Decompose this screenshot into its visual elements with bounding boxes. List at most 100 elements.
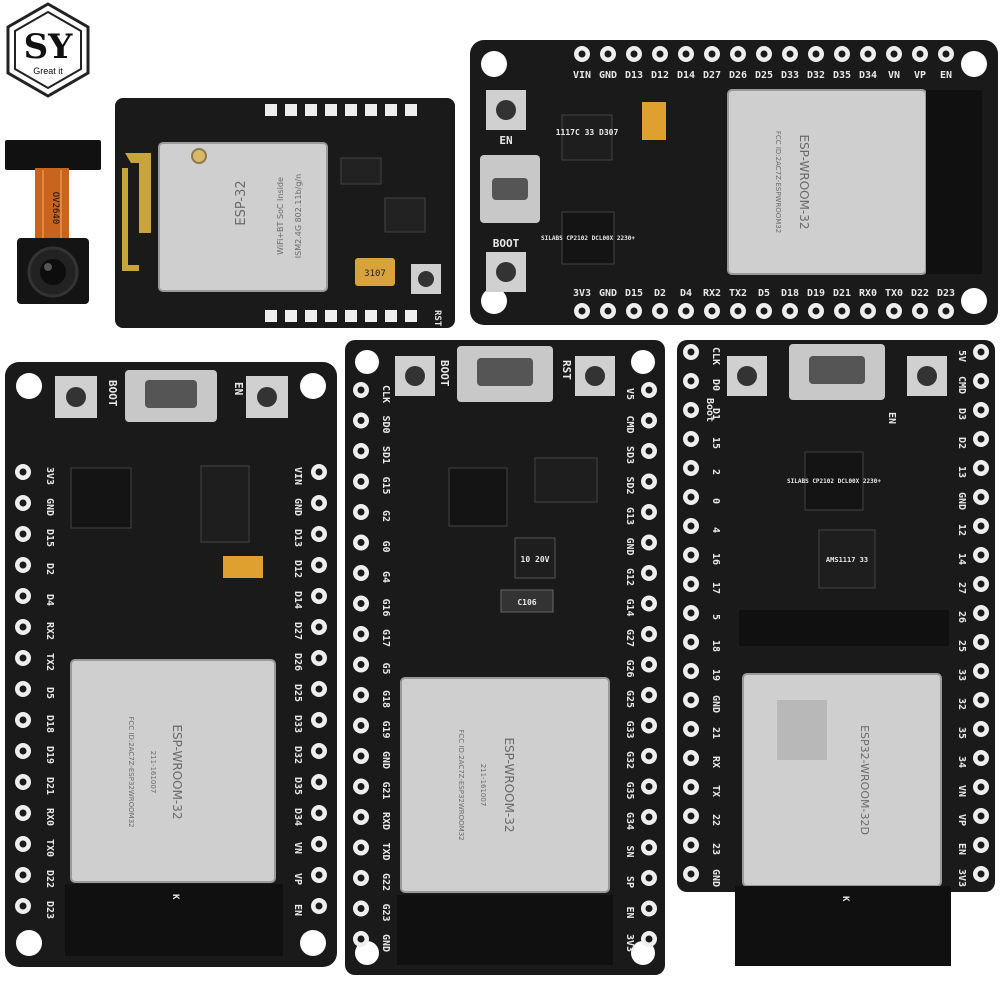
mid-board-pin-hole bbox=[357, 722, 365, 729]
top-board-pin-label: VIN bbox=[573, 70, 591, 81]
mid-board-pin-label: G14 bbox=[624, 598, 635, 616]
mid-board-pin-hole bbox=[645, 508, 653, 516]
left-board-pin-hole bbox=[19, 871, 27, 879]
mid-board-pin-label: G26 bbox=[624, 659, 635, 677]
cam-reset-button[interactable] bbox=[418, 271, 434, 287]
left-board-pin-hole bbox=[315, 747, 323, 755]
top-board-regulator: 1117C 33 D307 bbox=[556, 128, 619, 137]
left-board-pin-hole bbox=[315, 716, 323, 724]
mid-board-pin-hole bbox=[357, 569, 365, 577]
left-board-pin-label: D14 bbox=[292, 591, 303, 609]
top-board-pin-label: VN bbox=[888, 70, 900, 81]
top-board-pin-label: D14 bbox=[677, 70, 695, 81]
left-board-pin-label: D15 bbox=[44, 529, 55, 547]
mid-board-boot-button[interactable] bbox=[405, 366, 425, 386]
mid-board-pin-label: SP bbox=[624, 876, 635, 888]
mid-board-pin-label: G17 bbox=[380, 629, 391, 647]
left-board-pin-hole bbox=[19, 902, 27, 910]
top-board-pin-hole bbox=[942, 50, 950, 58]
cam-pin-pad bbox=[385, 104, 397, 116]
top-board-usb-chip: SILABS CP2102 DCL00X 2230+ bbox=[541, 235, 635, 242]
right-board-pin-label: D3 bbox=[956, 408, 967, 420]
left-board-pin-hole bbox=[315, 654, 323, 662]
top-board-pin-hole bbox=[708, 50, 716, 58]
top-board-pin-label: GND bbox=[599, 288, 617, 299]
top-board-boot-button[interactable] bbox=[496, 262, 516, 282]
left-board-pin-hole bbox=[19, 716, 27, 724]
mid-board-pin-hole bbox=[357, 783, 365, 790]
cam-pin-pad bbox=[325, 310, 337, 322]
left-board-pin-hole bbox=[315, 561, 323, 569]
top-board-pin-label: D22 bbox=[911, 288, 929, 299]
left-board-pin-label: D2 bbox=[44, 563, 55, 575]
mid-board-pin-label: G4 bbox=[380, 571, 391, 583]
left-board-pin-label: GND bbox=[44, 498, 55, 516]
mid-board-pin-label: SD1 bbox=[380, 446, 391, 464]
right-board-pin-label: TX bbox=[710, 785, 721, 797]
right-board-pin-hole bbox=[687, 841, 695, 849]
right-board-pin-label: VN bbox=[956, 785, 967, 797]
mid-board-pin-label: G33 bbox=[624, 720, 635, 738]
mid-board-pin-hole bbox=[645, 661, 653, 668]
left-board-pin-label: VIN bbox=[292, 467, 303, 485]
left-board-pin-hole bbox=[19, 468, 27, 476]
right-board-pin-label: 5V bbox=[956, 350, 967, 362]
right-board-pin-label: 33 bbox=[956, 669, 967, 681]
mid-board-pin-label: G22 bbox=[380, 873, 391, 891]
left-board-pin-label: RX2 bbox=[44, 622, 55, 640]
mid-board-cap-label: 10 20V bbox=[521, 555, 550, 564]
right-board-pin-hole bbox=[687, 754, 695, 762]
left-board-pin-hole bbox=[19, 530, 27, 538]
right-board-boot-button[interactable] bbox=[737, 366, 757, 386]
mid-board-pin-hole bbox=[357, 539, 365, 546]
mid-board-pin-hole bbox=[645, 783, 653, 790]
mid-board-pin-label: V5 bbox=[624, 388, 635, 400]
top-board-fcc: FCC ID:2AC7Z-ESPWROOM32 bbox=[774, 131, 782, 233]
right-board-pin-label: 12 bbox=[956, 524, 967, 536]
top-board-pin-hole bbox=[656, 50, 664, 58]
top-board-pin-label: D4 bbox=[680, 288, 692, 299]
right-board-pin-label: 4 bbox=[710, 527, 721, 533]
left-board-pin-hole bbox=[19, 778, 27, 786]
right-board-pin-label: 34 bbox=[956, 756, 967, 768]
left-board-pin-hole bbox=[315, 468, 323, 476]
left-board-pin-hole bbox=[19, 623, 27, 631]
mid-board-pin-hole bbox=[645, 935, 653, 943]
top-board-pin-label: RX0 bbox=[859, 288, 877, 299]
mid-board-pin-label: EN bbox=[624, 906, 635, 918]
right-board-pin-hole bbox=[977, 435, 985, 443]
top-board-pin-label: VP bbox=[914, 70, 926, 81]
top-board-pin-label: D27 bbox=[703, 70, 721, 81]
right-board-en-button[interactable] bbox=[917, 366, 937, 386]
cam-pin-pad bbox=[305, 310, 317, 322]
right-board-pin-label: 27 bbox=[956, 582, 967, 594]
left-board-pin-label: D35 bbox=[292, 777, 303, 795]
left-board-en-button[interactable] bbox=[257, 387, 277, 407]
mid-board-pin-label: GND bbox=[624, 537, 635, 555]
right-board-pin-label: 13 bbox=[956, 466, 967, 478]
left-board-pin-hole bbox=[315, 871, 323, 879]
left-board-pin-label: D21 bbox=[44, 777, 55, 795]
top-board-pin-hole bbox=[916, 50, 924, 58]
right-board-pin-hole bbox=[977, 406, 985, 414]
right-board-pin-hole bbox=[977, 609, 985, 617]
mid-board-pin-hole bbox=[357, 661, 365, 668]
right-board-usb-chip: SILABS CP2102 DCL00X 2230+ bbox=[787, 478, 881, 485]
left-board-boot-button[interactable] bbox=[66, 387, 86, 407]
left-board-pin-label: D19 bbox=[44, 746, 55, 764]
mid-board-pin-label: SD2 bbox=[624, 476, 635, 494]
mid-board-pin-hole bbox=[645, 539, 653, 546]
left-board-pin-hole bbox=[19, 561, 27, 569]
mid-board-pin-label: RXD bbox=[380, 812, 391, 830]
top-board-en-button[interactable] bbox=[496, 100, 516, 120]
cam-pin-pad bbox=[365, 310, 377, 322]
top-board-pin-label: D12 bbox=[651, 70, 669, 81]
top-board-module-model: ESP-WROOM-32 bbox=[797, 134, 811, 229]
top-board-pin-label: D33 bbox=[781, 70, 799, 81]
left-board-pin-label: RX0 bbox=[44, 808, 55, 826]
left-board-pin-hole bbox=[19, 499, 27, 507]
mid-board-pin-label: G2 bbox=[380, 510, 391, 522]
mid-board-cert: 211-161007 bbox=[479, 764, 487, 807]
mid-board-rst-button[interactable] bbox=[585, 366, 605, 386]
right-board-pin-hole bbox=[977, 348, 985, 356]
